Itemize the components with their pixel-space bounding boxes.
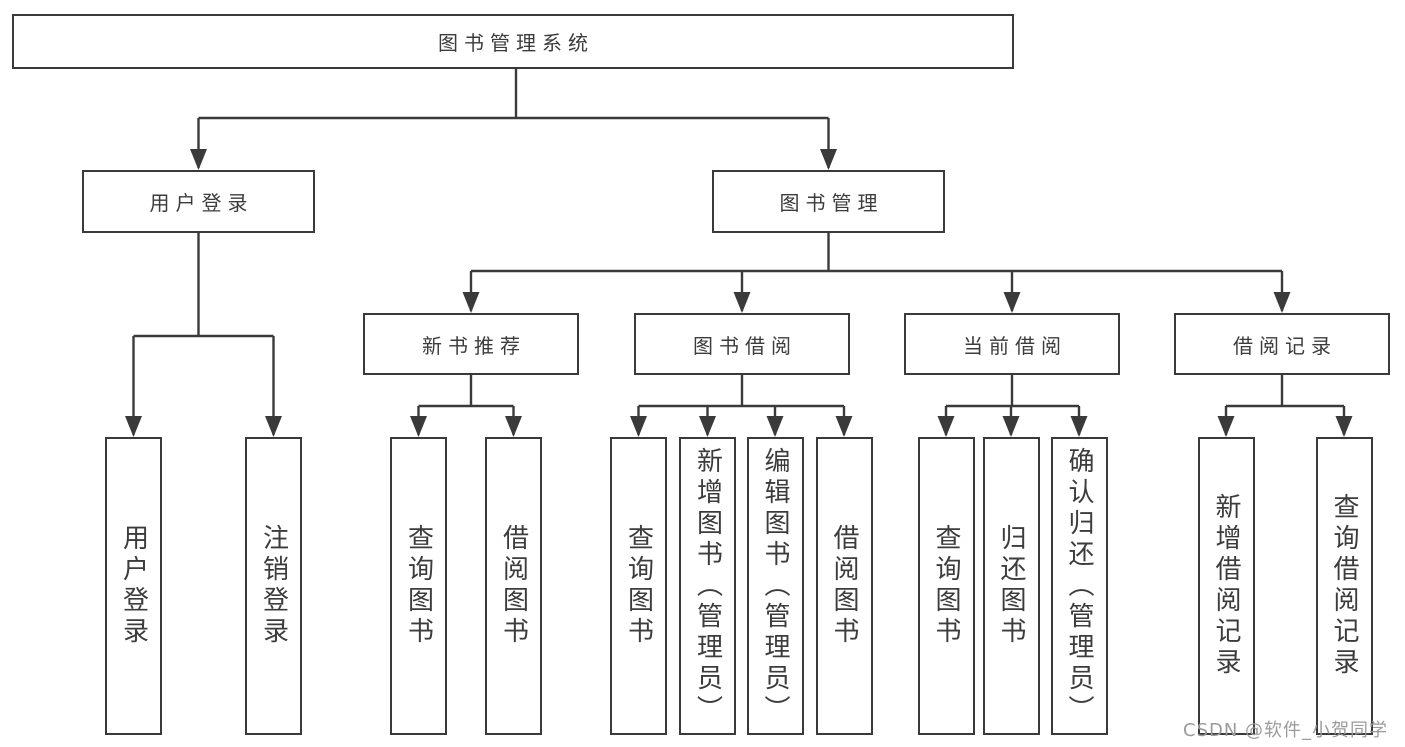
node-leaf-recommend-borrow-label: 借阅图书 [498,524,529,648]
node-leaf-logout-label: 注销登录 [258,524,289,648]
arrowheads [125,149,1353,437]
node-leaf-borrow-add: 新增图书（管理员） [679,437,736,735]
node-leaf-borrow-edit: 编辑图书（管理员） [746,437,804,735]
node-leaf-current-return-label: 归还图书 [996,524,1026,648]
node-leaf-logout: 注销登录 [245,437,302,735]
node-leaf-recommend-query: 查询图书 [390,437,447,735]
node-leaf-borrow-lend: 借阅图书 [815,437,873,735]
node-leaf-record-query-label: 查询借阅记录 [1329,493,1359,679]
node-leaf-record-add: 新增借阅记录 [1197,437,1255,735]
csdn-watermark: CSDN @软件_小贺同学 [1183,720,1389,741]
node-leaf-current-query-label: 查询图书 [931,524,961,648]
node-leaf-current-return: 归还图书 [982,437,1040,735]
node-leaf-user-login-label: 用户登录 [118,524,149,648]
node-leaf-borrow-edit-label: 编辑图书（管理员） [760,446,790,726]
tree-branch-lines [132,69,1346,435]
node-leaf-borrow-query-label: 查询图书 [623,524,654,648]
node-leaf-recommend-query-label: 查询图书 [403,524,434,648]
node-leaf-borrow-lend-label: 借阅图书 [829,524,859,648]
node-leaf-record-query: 查询借阅记录 [1315,437,1373,735]
node-leaf-borrow-add-label: 新增图书（管理员） [692,446,723,726]
node-leaf-current-query: 查询图书 [917,437,975,735]
node-new-book-recommend: 新书推荐 [363,313,579,375]
node-current-borrow: 当前借阅 [904,313,1120,375]
node-leaf-recommend-borrow: 借阅图书 [485,437,542,735]
node-borrow-record: 借阅记录 [1174,313,1390,375]
node-user-login: 用户登录 [82,170,315,233]
node-leaf-record-add-label: 新增借阅记录 [1211,493,1241,679]
node-book-borrow: 图书借阅 [634,313,850,375]
node-leaf-current-confirm: 确认归还（管理员） [1050,437,1108,735]
node-leaf-user-login: 用户登录 [105,437,162,735]
node-leaf-borrow-query: 查询图书 [610,437,667,735]
node-root: 图书管理系统 [12,14,1014,69]
node-leaf-current-confirm-label: 确认归还（管理员） [1064,446,1094,726]
node-book-management: 图书管理 [712,170,945,233]
